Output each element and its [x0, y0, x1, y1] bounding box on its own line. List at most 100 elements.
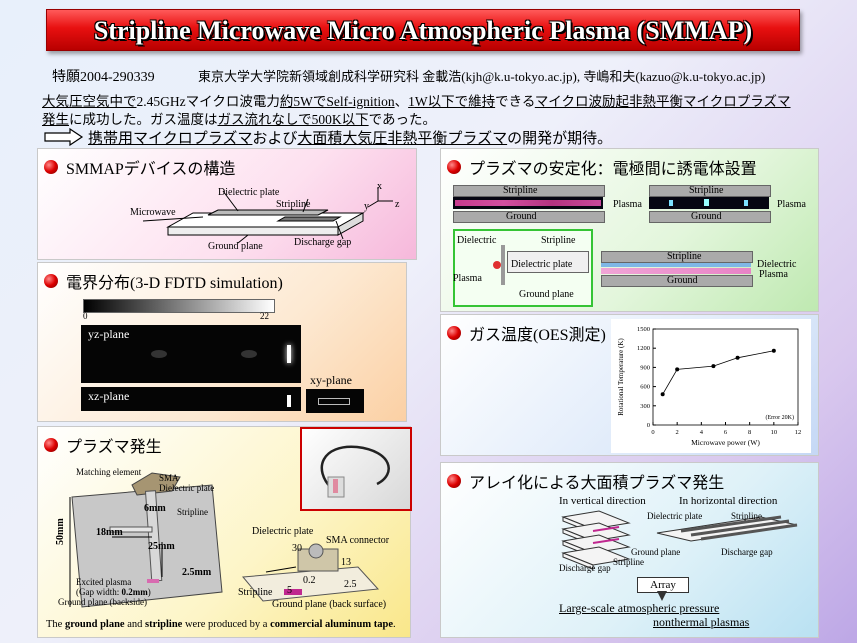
- array-box: Array: [637, 577, 689, 593]
- footer-seg: and: [124, 619, 145, 630]
- yz-plane-label: yz-plane: [88, 327, 130, 341]
- expectation-line: 携帯用マイクロプラズマおよび大面積大気圧非熱平衡プラズマの開発が期待。: [88, 127, 612, 148]
- footer-seg: ground plane: [64, 619, 125, 630]
- expect-seg: 大面積大気圧非熱平衡プラズマ: [297, 131, 508, 147]
- summary-line-2: 発生に成功した。ガス温度はガス流れなしで500K以下であった。: [42, 108, 436, 128]
- dielectric-label-2: Dielectric: [757, 259, 797, 270]
- label-2-5: 2.5: [344, 579, 357, 590]
- footer-seg: The: [46, 619, 65, 630]
- array-gap2-label: Discharge gap: [559, 563, 611, 573]
- summary-seg: 約5WでSelf-ignition: [279, 94, 395, 109]
- device-drawing: [69, 472, 223, 608]
- stripline-label-2: Stripline: [689, 185, 724, 196]
- y-tick-label: 300: [640, 403, 650, 410]
- label-30: 30: [292, 543, 302, 554]
- xz-plane-image: [81, 387, 301, 411]
- y-tick-label: 1500: [637, 326, 650, 333]
- ground-bar-2: [649, 211, 771, 223]
- summary-seg: であった。: [368, 112, 436, 127]
- expect-seg: 携帯用マイクロプラズマ: [88, 131, 253, 147]
- stripline-bar-2: [649, 185, 771, 197]
- label-sma: SMA: [159, 473, 179, 483]
- data-point: [660, 392, 665, 397]
- generation-panel: プラズマ発生 Matching element SMA Dielectric p…: [37, 426, 412, 638]
- yz-plane-image: [81, 325, 301, 383]
- summary-seg: ガス流れなしで500K以下: [217, 112, 369, 127]
- array-stripline-label: Stripline: [731, 511, 762, 521]
- gap-width-value: 0.2mm: [121, 587, 148, 597]
- down-arrow-icon: [657, 591, 667, 601]
- generation-title-text: プラズマ発生: [66, 439, 162, 456]
- axis-z-label: z: [395, 199, 400, 210]
- y-tick-label: 1200: [637, 345, 650, 352]
- label-stripline: Stripline: [276, 199, 311, 210]
- x-tick-label: 0: [651, 429, 654, 436]
- generation-footer: The ground plane and stripline were prod…: [46, 619, 396, 630]
- ground-bar-1: [453, 211, 605, 223]
- label-2-5mm: 2.5mm: [182, 567, 212, 578]
- horizontal-array-diagram: [656, 515, 798, 542]
- label-18mm: 18mm: [96, 527, 123, 538]
- affiliation: 東京大学大学院新領域創成科学研究科 金載浩(kjh@k.u-tokyo.ac.j…: [198, 69, 766, 84]
- label-ground: Ground plane: [208, 241, 263, 252]
- y-tick-label: 900: [640, 364, 650, 371]
- x-tick-label: 8: [748, 429, 751, 436]
- stripline-label-1: Stripline: [503, 185, 538, 196]
- data-point: [735, 355, 740, 360]
- stabilization-title-text: プラズマの安定化：電極間に誘電体設置: [469, 161, 757, 178]
- vertical-label: In vertical direction: [559, 495, 646, 507]
- device-photo: [300, 427, 412, 511]
- ground-label-2: Ground: [691, 211, 722, 222]
- data-point: [711, 364, 716, 369]
- bullet-icon: [447, 160, 461, 174]
- array-title: アレイ化による大面積プラズマ発生: [447, 469, 724, 493]
- footer-seg: were produced by a: [182, 619, 271, 630]
- summary-seg: 大気圧空気中で: [42, 94, 137, 109]
- data-point: [771, 348, 776, 353]
- bullet-icon: [44, 160, 58, 174]
- label-ground-backside: Ground plane (backside): [58, 597, 147, 607]
- device-structure-diagram: [142, 187, 393, 244]
- device-side-drawing: [242, 543, 380, 602]
- title-banner: Stripline Microwave Micro Atmospheric Pl…: [46, 9, 800, 51]
- label-0-2: 0.2: [303, 575, 316, 586]
- horizontal-label: In horizontal direction: [679, 495, 778, 507]
- generation-title: プラズマ発生: [44, 433, 162, 457]
- array-gap-label: Discharge gap: [721, 547, 773, 557]
- data-point: [675, 367, 680, 372]
- stabilization-panel: プラズマの安定化：電極間に誘電体設置 Stripline Ground Plas…: [440, 148, 819, 312]
- x-tick-label: 10: [771, 429, 778, 436]
- stripline-bar-3: [601, 251, 753, 263]
- x-axis-label: Microwave power (W): [691, 438, 760, 447]
- label-dielectric: Dielectric plate: [218, 187, 280, 198]
- footer-seg: .: [392, 619, 396, 630]
- xz-plane-label: xz-plane: [88, 389, 130, 403]
- dielectric-layer: [601, 263, 751, 267]
- label-dielectric-gen: Dielectric plate: [159, 483, 215, 493]
- bullet-icon: [44, 274, 58, 288]
- x-tick-label: 6: [724, 429, 728, 436]
- error-annotation: (Error 20K): [766, 414, 795, 421]
- ground-bar-3: [601, 275, 753, 287]
- label-ground-back-surface: Ground plane (back surface): [272, 599, 387, 610]
- label-5: 5: [287, 585, 292, 596]
- footer-seg: stripline: [145, 619, 183, 630]
- color-scale-bar: [83, 299, 275, 313]
- plasma-image-2: [649, 197, 769, 209]
- label-13: 13: [341, 557, 351, 568]
- stripline-bar-1: [453, 185, 605, 197]
- x-tick-label: 12: [795, 429, 802, 436]
- stabilization-title: プラズマの安定化：電極間に誘電体設置: [447, 155, 757, 179]
- summary-seg: 、: [394, 94, 409, 109]
- plasma-label-3: Plasma: [453, 273, 482, 284]
- summary-seg: マイクロ波励起非熱平衡マイクロプラズマ: [534, 94, 791, 109]
- array-title-text: アレイ化による大面積プラズマ発生: [469, 475, 725, 492]
- array-stripline2-label: Stripline: [613, 557, 644, 567]
- y-axis-label: Rotational Temperature (K): [617, 338, 625, 416]
- summary-line-1: 大気圧空気中で2.45GHzマイクロ波電力約5WでSelf-ignition、1…: [42, 90, 791, 110]
- y-tick-label: 600: [640, 384, 650, 391]
- xy-plane-label: xy-plane: [310, 373, 352, 387]
- bullet-icon: [44, 438, 58, 452]
- vertical-stack-diagram: [561, 510, 631, 570]
